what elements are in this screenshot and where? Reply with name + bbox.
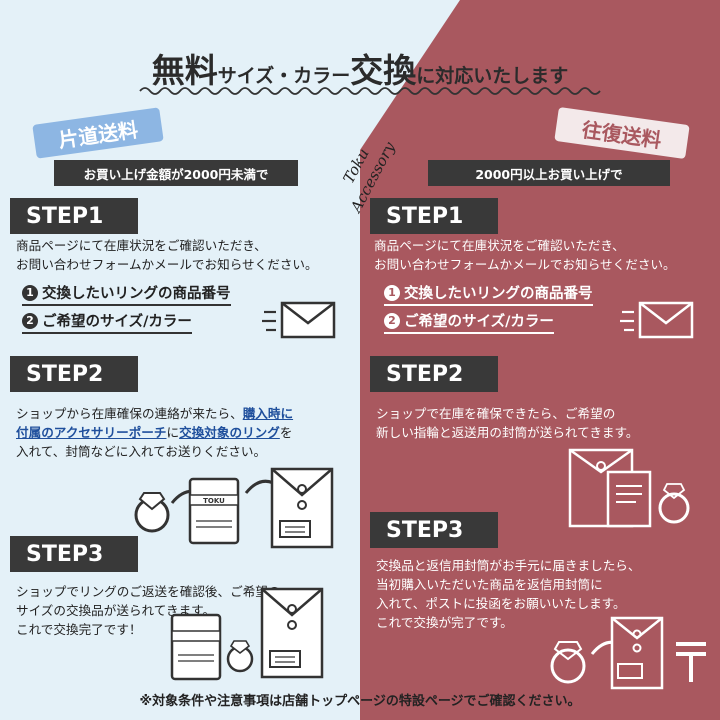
left-step3-line3: これで交換完了です！ — [16, 622, 142, 637]
pouch-icon — [170, 613, 222, 681]
left-step1-line1: 商品ページにて在庫状況をご確認いただき、 — [16, 238, 267, 253]
left-step1-line2: お問い合わせフォームかメールでお知らせください。 — [16, 257, 318, 272]
right-step3-line4: これで交換が完了です。 — [376, 615, 513, 630]
envelope-icon — [610, 616, 664, 690]
postal-mark-icon — [676, 642, 706, 682]
left-step2-label: STEP2 — [10, 356, 138, 392]
envelope-icon — [270, 467, 334, 549]
envelope-icon — [260, 587, 324, 679]
left-step2-line3: 入れて、封筒などに入れてお送りください。 — [16, 444, 267, 459]
item-number: 2 — [384, 312, 400, 329]
highlight-text: 交換対象のリング — [179, 425, 280, 440]
left-step3-line2: サイズの交換品が送られてきます。 — [16, 603, 216, 618]
item-number: 1 — [22, 284, 38, 301]
right-step2-line1: ショップで在庫を確保できたら、ご希望の — [376, 406, 616, 421]
right-step1-label: STEP1 — [370, 198, 498, 234]
title-free: 無料 — [151, 51, 218, 90]
ring-icon — [134, 492, 170, 533]
left-step3-line1: ショップでリングのご返送を確認後、ご希望の — [16, 584, 281, 599]
right-step3-label: STEP3 — [370, 512, 498, 548]
item-label: 交換したいリングの商品番号 — [42, 286, 231, 302]
right-step1-line1: 商品ページにて在庫状況をご確認いただき、 — [374, 238, 625, 253]
right-step2-label: STEP2 — [370, 356, 498, 392]
ring-icon — [658, 483, 690, 524]
title-suffix: に対応いたします — [416, 65, 569, 87]
item-label: ご希望のサイズ/カラー — [404, 314, 554, 330]
text-part: に — [166, 425, 180, 440]
item-label: 交換したいリングの商品番号 — [404, 286, 593, 302]
item-number: 2 — [22, 312, 38, 329]
right-step2-illustration — [568, 448, 690, 528]
title-exchange: 交換 — [350, 51, 417, 90]
right-step3-line1: 交換品と返信用封筒がお手元に届きましたら、 — [376, 558, 641, 573]
text-part: ショップから在庫確保の連絡が来たら、 — [16, 406, 243, 421]
pouch-icon: TOKU — [188, 477, 240, 545]
footer-note: ※対象条件や注意事項は店舗トップページの特設ページでご確認ください。 — [139, 694, 581, 709]
left-mail-envelope-icon — [262, 301, 336, 339]
right-step2-line2: 新しい指輪と返送用の封筒が送られてきます。 — [376, 425, 639, 440]
title-wave-underline — [139, 87, 601, 95]
item-number: 1 — [384, 284, 400, 301]
text-part: を — [279, 425, 293, 440]
right-step3-line2: 当初購入いただいた商品を返信用封筒に — [376, 577, 603, 592]
title-size-color: サイズ・カラー — [217, 65, 351, 87]
left-step2-illustration: TOKU — [134, 467, 334, 549]
right-step1-line2: お問い合わせフォームかメールでお知らせください。 — [374, 257, 676, 272]
left-step3-illustration — [170, 587, 324, 681]
ring-icon — [550, 641, 586, 684]
pouch-brand: TOKU — [203, 497, 225, 505]
left-step1-label: STEP1 — [10, 198, 138, 234]
right-mail-envelope-icon — [620, 301, 694, 339]
left-step2-line2: 付属のアクセサリーポーチに交換対象のリングを — [16, 423, 292, 442]
ring-icon — [226, 640, 254, 673]
right-condition-banner: 2000円以上お買い上げで — [428, 160, 670, 186]
left-condition-banner: お買い上げ金額が2000円未満で — [54, 160, 298, 186]
right-step3-line3: 入れて、ポストに投函をお願いいたします。 — [376, 596, 626, 611]
page-title: 無料サイズ・カラー交換に対応いたします — [0, 44, 720, 92]
left-step2-line1: ショップから在庫確保の連絡が来たら、購入時に — [16, 404, 293, 423]
left-step3-label: STEP3 — [10, 536, 138, 572]
document-icon — [606, 470, 652, 528]
highlight-text: 付属のアクセサリーポーチ — [16, 425, 167, 440]
highlight-text: 購入時に — [242, 406, 294, 421]
item-label: ご希望のサイズ/カラー — [42, 314, 192, 330]
right-step3-illustration — [550, 616, 706, 690]
